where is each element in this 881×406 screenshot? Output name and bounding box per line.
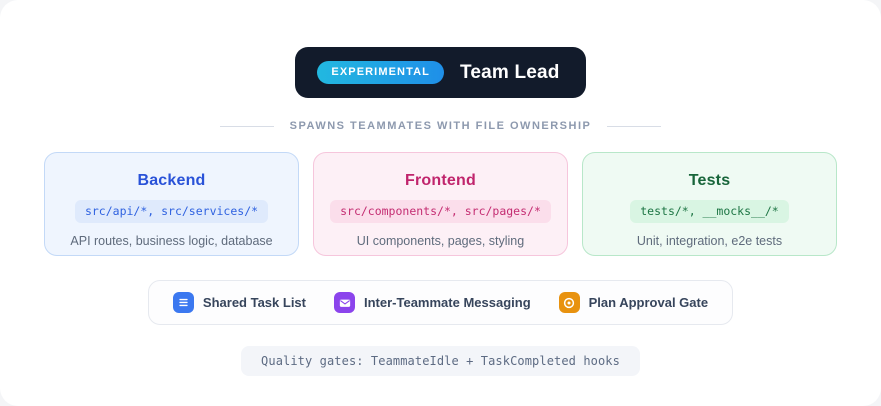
card-description-tests: Unit, integration, e2e tests <box>636 233 783 248</box>
feature-label-shared-task-list: Shared Task List <box>202 295 306 310</box>
divider-line-left <box>219 125 274 127</box>
feature-shared-task-list: Shared Task List <box>172 292 306 313</box>
footer-row: Quality gates: TeammateIdle + TaskComple… <box>0 346 881 376</box>
card-paths-tests: tests/*, __mocks__/* <box>630 200 789 223</box>
divider-caption: SPAWNS TEAMMATES WITH FILE OWNERSHIP <box>289 120 592 132</box>
feature-inter-teammate-messaging: Inter-Teammate Messaging <box>334 292 531 313</box>
card-paths-frontend: src/components/*, src/pages/* <box>330 200 551 223</box>
feature-label-inter-teammate-messaging: Inter-Teammate Messaging <box>364 295 531 310</box>
section-divider: SPAWNS TEAMMATES WITH FILE OWNERSHIP <box>0 120 881 132</box>
card-tests: Tests tests/*, __mocks__/* Unit, integra… <box>582 152 837 256</box>
card-paths-backend: src/api/*, src/services/* <box>74 200 269 223</box>
ownership-cards: Backend src/api/*, src/services/* API ro… <box>0 152 881 256</box>
quality-gates-note: Quality gates: TeammateIdle + TaskComple… <box>241 346 640 376</box>
envelope-icon <box>334 292 355 313</box>
card-frontend: Frontend src/components/*, src/pages/* U… <box>313 152 568 256</box>
divider-line-right <box>607 125 662 127</box>
experimental-badge: EXPERIMENTAL <box>317 61 444 84</box>
card-title-backend: Backend <box>137 172 206 189</box>
card-description-backend: API routes, business logic, database <box>70 233 273 248</box>
card-title-tests: Tests <box>688 172 731 189</box>
card-backend: Backend src/api/*, src/services/* API ro… <box>44 152 299 256</box>
team-lead-pill: EXPERIMENTAL Team Lead <box>295 47 586 98</box>
task-list-icon <box>172 292 194 313</box>
feature-label-plan-approval-gate: Plan Approval Gate <box>588 295 709 310</box>
page-title: Team Lead <box>459 61 560 83</box>
features-container: Shared Task List Inter-Teammate Messagin… <box>147 280 734 325</box>
feature-plan-approval-gate: Plan Approval Gate <box>558 292 709 313</box>
card-title-frontend: Frontend <box>405 172 476 189</box>
card-description-frontend: UI components, pages, styling <box>356 233 525 248</box>
features-row: Shared Task List Inter-Teammate Messagin… <box>0 280 881 325</box>
approval-gate-icon <box>558 292 580 313</box>
header-row: EXPERIMENTAL Team Lead <box>0 0 881 98</box>
